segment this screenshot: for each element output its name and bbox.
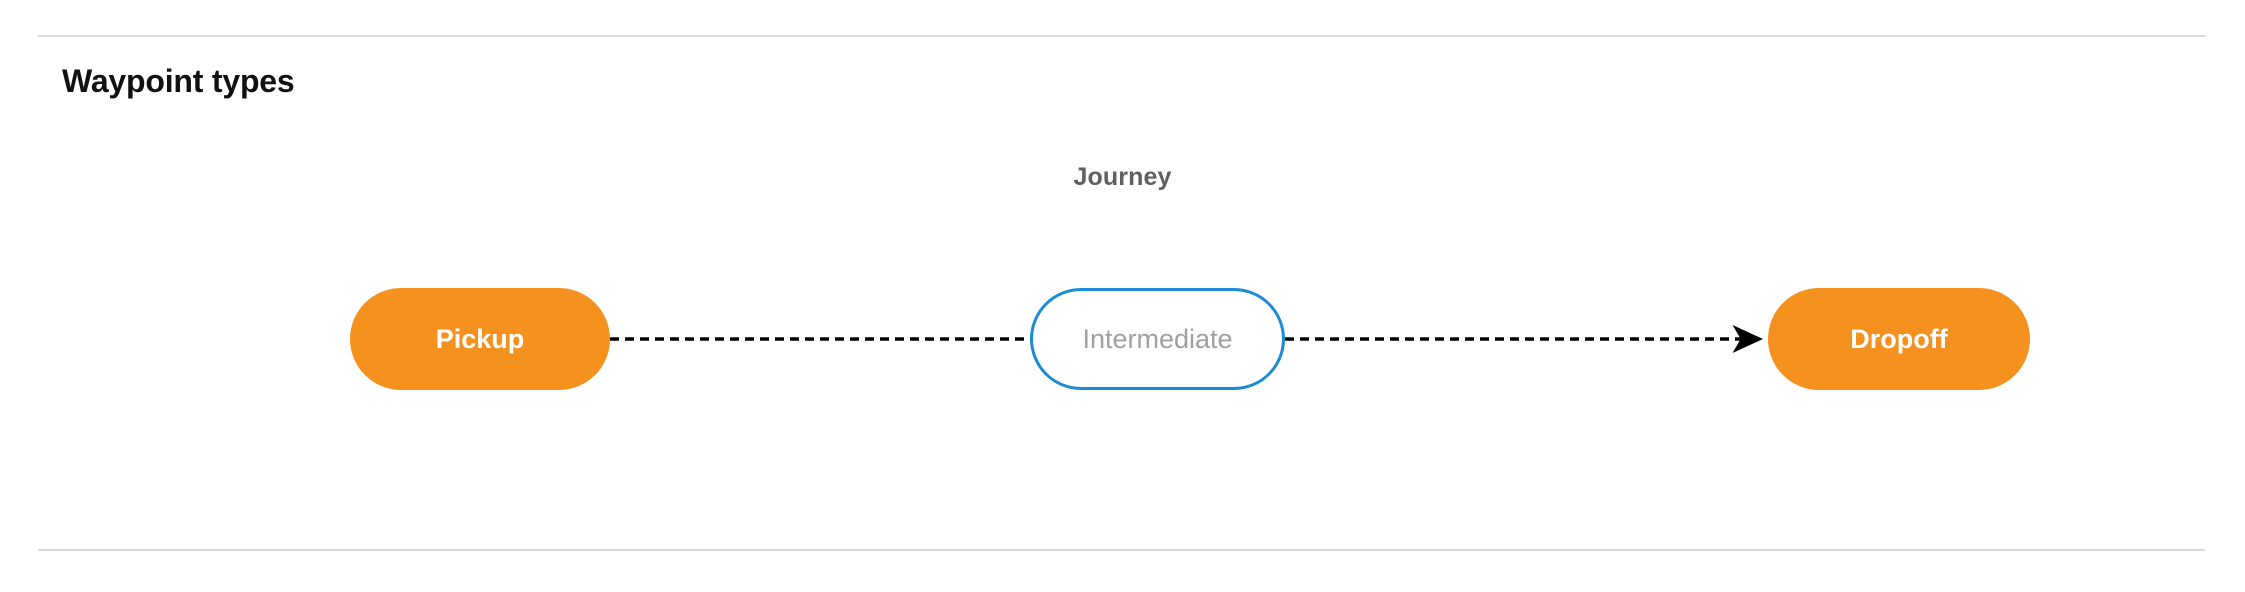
waypoint-node-pickup[interactable]: Pickup — [350, 288, 610, 390]
page-title: Waypoint types — [62, 63, 295, 99]
waypoint-node-dropoff-label: Dropoff — [1850, 323, 1948, 354]
panel-top-divider — [38, 35, 2205, 37]
waypoint-node-intermediate[interactable]: Intermediate — [1030, 288, 1285, 390]
waypoint-node-pickup-label: Pickup — [435, 323, 525, 354]
waypoint-node-dropoff[interactable]: Dropoff — [1768, 288, 2030, 390]
waypoint-node-intermediate-label: Intermediate — [1082, 323, 1233, 354]
panel-bottom-divider — [38, 549, 2205, 551]
